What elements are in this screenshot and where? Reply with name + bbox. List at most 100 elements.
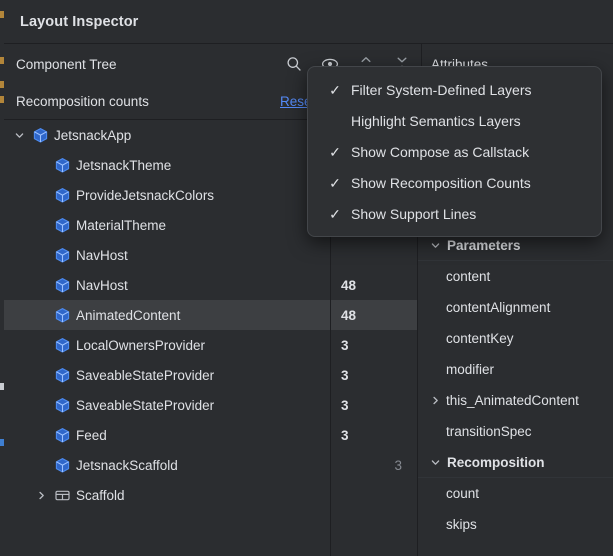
compose-node-icon [54,307,71,324]
menu-item[interactable]: ✓Show Compose as Callstack [308,136,601,167]
attributes-group-header[interactable]: Parameters [418,230,613,261]
attributes-row[interactable]: count [418,478,613,509]
attributes-group-title: Parameters [447,237,521,253]
recomposition-count-value: 3 [394,457,402,473]
recomposition-count-value: 3 [341,367,349,383]
compose-node-icon [54,247,71,264]
menu-item[interactable]: ✓ Show Recomposition Counts [308,167,601,198]
recomposition-count-value: 48 [341,277,357,293]
compose-node-icon [54,397,71,414]
component-tree-label: Component Tree [16,56,117,72]
gutter-mark [0,439,4,446]
compose-node-icon [54,277,71,294]
compose-node-icon [54,367,71,384]
tree-row-label: NavHost [76,277,128,293]
tree-row[interactable]: JetsnackTheme [4,150,417,180]
chevron-down-icon[interactable] [11,127,27,143]
tree-row-label: JetsnackApp [54,127,132,143]
menu-item[interactable]: Highlight Semantics Layers [308,105,601,136]
menu-item-label: Highlight Semantics Layers [351,112,521,129]
page-title: Layout Inspector [20,13,139,30]
attributes-row[interactable]: transitionSpec [418,416,613,447]
tree-row[interactable]: ProvideJetsnackColors [4,180,417,210]
tree-row-label: JetsnackTheme [76,157,172,173]
tree-column-divider [330,120,331,556]
tree-row-label: NavHost [76,247,128,263]
tree-row[interactable]: AnimatedContent 48 [4,300,417,330]
attributes-row-label: contentKey [446,331,514,346]
menu-item[interactable]: ✓ Filter System-Defined Layers [308,74,601,105]
tree-row-label: Scaffold [76,487,125,503]
tree-row[interactable]: NavHost 48 [4,270,417,300]
recomposition-count-value: 3 [341,337,349,353]
attributes-row[interactable]: contentAlignment [418,292,613,323]
tree-row[interactable]: LocalOwnersProvider 3 [4,330,417,360]
attributes-row[interactable]: this_AnimatedContent [418,385,613,416]
gutter-mark [0,383,4,390]
chevron-down-icon[interactable] [428,455,442,469]
attributes-row[interactable]: content [418,261,613,292]
attributes-group-header[interactable]: Recomposition [418,447,613,478]
check-icon: ✓ [329,174,341,191]
gutter-mark [0,57,4,64]
compose-node-icon [54,337,71,354]
attributes-row-label: skips [446,517,477,532]
recomposition-count-cell: 3 [331,330,417,360]
recomposition-count-value: 3 [341,397,349,413]
tree-row[interactable]: NavHost [4,240,417,270]
menu-item-label: Show Recomposition Counts [351,174,531,191]
compose-node-icon [54,157,71,174]
attributes-row-label: content [446,269,491,284]
gutter-marker-strip [0,0,4,556]
attributes-group-title: Recomposition [447,454,545,470]
search-icon[interactable] [282,52,306,76]
chevron-down-icon[interactable] [428,238,442,252]
chevron-right-icon[interactable] [428,394,442,408]
chevron-right-icon[interactable] [33,487,49,503]
recomposition-count-value: 3 [341,427,349,443]
attributes-row[interactable]: skips [418,509,613,540]
check-icon: ✓ [329,81,341,98]
view-layout-icon [54,487,71,504]
recomposition-count-cell: 3 [331,450,417,480]
tree-row-label: LocalOwnersProvider [76,337,206,353]
attributes-row-label: modifier [446,362,495,377]
attributes-row-label: count [446,486,480,501]
recomposition-count-cell: 3 [331,390,417,420]
menu-item-label: Filter System-Defined Layers [351,81,532,98]
check-icon: ✓ [329,205,341,222]
recomposition-count-cell: 48 [331,270,417,300]
compose-node-icon [32,127,49,144]
attributes-row[interactable]: contentKey [418,323,613,354]
tree-row-label: ProvideJetsnackColors [76,187,215,203]
compose-node-icon [54,457,71,474]
reset-link[interactable]: Reset [280,94,316,109]
gutter-mark [0,96,4,103]
compose-node-icon [54,427,71,444]
tree-row[interactable]: MaterialTheme [4,210,417,240]
recomposition-count-value: 48 [341,307,357,323]
recomposition-count-cell: 3 [331,420,417,450]
tree-row[interactable]: SaveableStateProvider 3 [4,360,417,390]
tree-row[interactable]: SaveableStateProvider 3 [4,390,417,420]
attributes-row-label: transitionSpec [446,424,532,439]
tree-row-label: SaveableStateProvider [76,367,215,383]
recomposition-count-cell: 48 [331,300,417,330]
recomposition-count-cell: 3 [331,360,417,390]
tree-row-label: SaveableStateProvider [76,397,215,413]
tree-row-label: MaterialTheme [76,217,167,233]
compose-node-icon [54,217,71,234]
window-titlebar: Layout Inspector [4,0,613,44]
tree-row[interactable]: JetsnackApp [4,120,417,150]
tree-row-label: Feed [76,427,107,443]
menu-item-label: Show Compose as Callstack [351,143,530,160]
tree-row[interactable]: Feed 3 [4,420,417,450]
tree-row-label: AnimatedContent [76,307,181,323]
tree-row[interactable]: Scaffold [4,480,417,510]
gutter-mark [0,11,4,18]
attributes-row[interactable]: modifier [418,354,613,385]
menu-item[interactable]: ✓Show Support Lines [308,198,601,229]
